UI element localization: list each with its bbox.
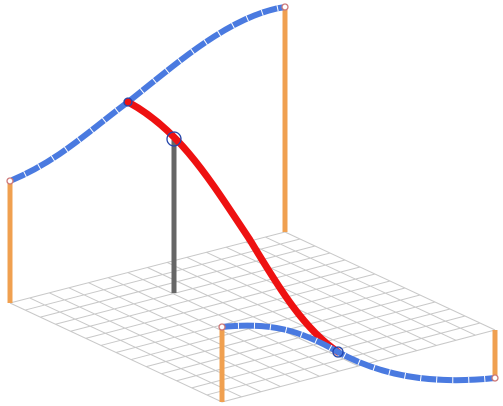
grid-line [68,287,281,388]
curves [7,4,498,384]
grid-line [108,277,320,377]
grid-line [265,236,476,336]
grid-line [206,251,418,352]
lower-blue-curve-ticks [221,322,496,384]
grid-line [88,282,301,382]
curve-endpoints [6,3,499,382]
handle-upper-junction[interactable] [123,97,133,107]
handle-lower-junction[interactable] [332,346,344,358]
endpoint-left[interactable] [6,177,14,185]
grid-line [166,261,379,362]
endpoint-front-left[interactable] [218,323,226,331]
upper-blue-curve-ticks [8,4,286,184]
grid-line [9,302,223,403]
endpoint-front-right[interactable] [491,374,499,382]
grid-line [147,267,359,367]
red-connecting-curve[interactable] [124,98,342,356]
endpoint-back-right[interactable] [281,3,289,11]
handle-upper-control[interactable] [166,131,182,147]
grid-line [127,272,340,372]
grid-line [225,246,437,346]
upper-blue-curve[interactable] [7,4,288,184]
control-handles [123,97,344,358]
support-posts [7,7,498,402]
grid-line [49,292,262,393]
grid-line [284,231,496,331]
grid-line [245,241,457,341]
lower-blue-curve[interactable] [219,322,498,384]
grid-line [29,297,242,398]
